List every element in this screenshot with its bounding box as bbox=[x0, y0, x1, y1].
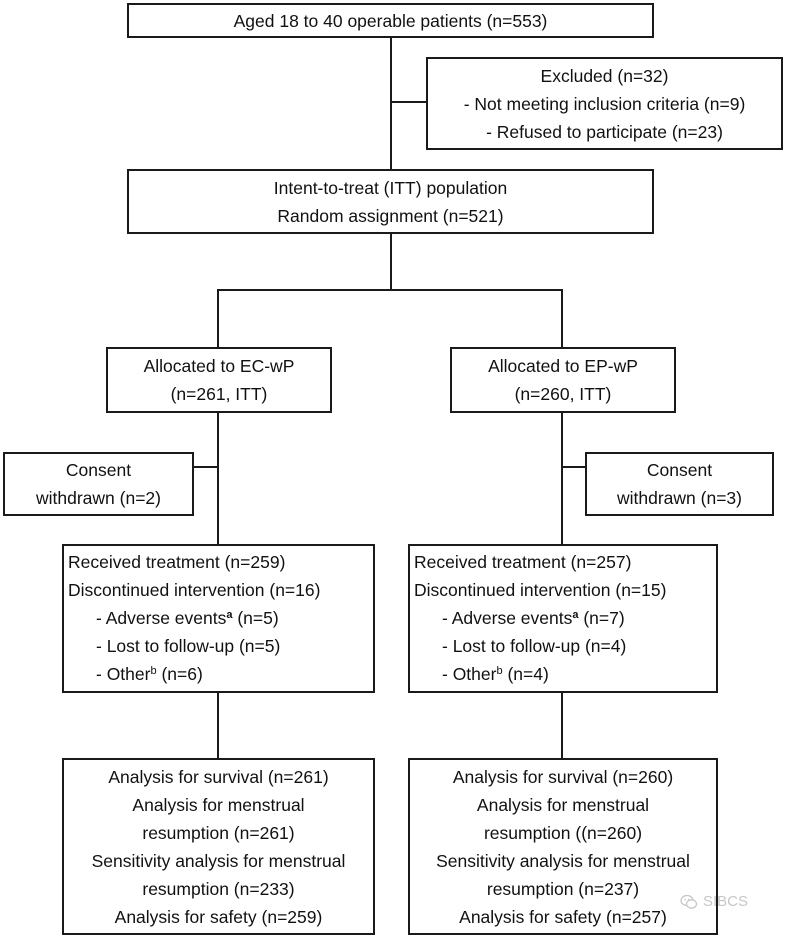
right-other-count: (n=4) bbox=[502, 664, 549, 684]
right-received: Received treatment (n=257) bbox=[414, 552, 632, 572]
left-received: Received treatment (n=259) bbox=[68, 552, 286, 572]
left-allocated-box: Allocated to EC-wP (n=261, ITT) bbox=[106, 347, 332, 413]
excluded-item: - Not meeting inclusion criteria (n=9) bbox=[463, 93, 746, 114]
right-analysis-box: Analysis for survival (n=260) Analysis f… bbox=[408, 758, 718, 935]
left-other-count: (n=6) bbox=[156, 664, 203, 684]
wechat-icon bbox=[680, 894, 698, 909]
left-allocated-count: (n=261, ITT) bbox=[170, 384, 268, 404]
left-analysis-sensitivity: Sensitivity analysis for menstrual bbox=[91, 850, 346, 871]
right-analysis-survival: Analysis for survival (n=260) bbox=[452, 766, 674, 787]
left-treatment-box: Received treatment (n=259) Discontinued … bbox=[62, 544, 375, 693]
left-other: - Otherb (n=6) bbox=[68, 660, 373, 688]
left-other-footnote: b bbox=[150, 665, 157, 677]
right-other-footnote: b bbox=[496, 665, 503, 677]
itt-box: Intent-to-treat (ITT) population Random … bbox=[127, 169, 654, 234]
watermark-text: SIBCS bbox=[703, 893, 749, 910]
right-lost-follow-up: - Lost to follow-up (n=4) bbox=[442, 636, 627, 656]
right-consent-line2: withdrawn (n=3) bbox=[617, 488, 742, 508]
left-allocated-label: Allocated to EC-wP bbox=[143, 356, 295, 376]
connector-left-consent bbox=[193, 466, 219, 468]
right-consent-box: Consent withdrawn (n=3) bbox=[585, 452, 774, 516]
left-analysis-sensitivity-count: resumption (n=233) bbox=[142, 878, 295, 899]
connector-to-right-arm bbox=[561, 289, 563, 348]
enrolled-box: Aged 18 to 40 operable patients (n=553) bbox=[127, 3, 654, 38]
left-other-label: - Other bbox=[96, 664, 151, 684]
connector-left-treatment-to-analysis bbox=[217, 692, 219, 759]
excluded-title: Excluded (n=32) bbox=[540, 65, 669, 86]
right-discontinued: Discontinued intervention (n=15) bbox=[414, 580, 667, 600]
left-adverse-events: - Adverse eventsa (n=5) bbox=[68, 604, 373, 632]
left-lost-follow-up: - Lost to follow-up (n=5) bbox=[96, 636, 281, 656]
connector-right-treatment-to-analysis bbox=[561, 692, 563, 759]
random-assignment: Random assignment (n=521) bbox=[277, 205, 504, 226]
connector-split bbox=[217, 289, 563, 291]
connector-right-consent bbox=[561, 466, 586, 468]
right-allocated-count: (n=260, ITT) bbox=[514, 384, 612, 404]
right-allocated-box: Allocated to EP-wP (n=260, ITT) bbox=[450, 347, 676, 413]
right-allocated-label: Allocated to EP-wP bbox=[488, 356, 638, 376]
right-analysis-menstrual-count: resumption ((n=260) bbox=[483, 822, 643, 843]
connector-left-allocated-to-treatment bbox=[217, 412, 219, 545]
left-analysis-safety: Analysis for safety (n=259) bbox=[114, 906, 323, 927]
right-adverse-label: - Adverse events bbox=[442, 608, 573, 628]
enrolled-text: Aged 18 to 40 operable patients (n=553) bbox=[233, 10, 548, 31]
itt-population: Intent-to-treat (ITT) population bbox=[273, 177, 508, 198]
right-analysis-safety: Analysis for safety (n=257) bbox=[459, 906, 667, 927]
connector-right-allocated-to-treatment bbox=[561, 412, 563, 545]
right-adverse-events: - Adverse eventsa (n=7) bbox=[414, 604, 716, 632]
left-analysis-survival: Analysis for survival (n=261) bbox=[108, 766, 329, 787]
watermark: SIBCS bbox=[680, 893, 748, 910]
left-consent-line2: withdrawn (n=2) bbox=[36, 488, 161, 508]
connector-itt-down bbox=[390, 233, 392, 291]
connector-to-left-arm bbox=[217, 289, 219, 348]
right-analysis-sensitivity: Sensitivity analysis for menstrual bbox=[436, 850, 690, 871]
left-consent-box: Consent withdrawn (n=2) bbox=[3, 452, 194, 516]
excluded-item: - Refused to participate (n=23) bbox=[486, 121, 723, 142]
right-other-label: - Other bbox=[442, 664, 497, 684]
right-consent-line1: Consent bbox=[646, 460, 713, 480]
right-analysis-menstrual: Analysis for menstrual bbox=[476, 794, 650, 815]
left-discontinued: Discontinued intervention (n=16) bbox=[68, 580, 321, 600]
right-adverse-footnote: a bbox=[572, 609, 579, 621]
left-adverse-count: (n=5) bbox=[232, 608, 279, 628]
right-treatment-box: Received treatment (n=257) Discontinued … bbox=[408, 544, 718, 693]
right-adverse-count: (n=7) bbox=[578, 608, 625, 628]
left-analysis-menstrual: Analysis for menstrual bbox=[132, 794, 305, 815]
connector-enrolled-to-itt bbox=[390, 37, 392, 170]
right-analysis-sensitivity-count: resumption (n=237) bbox=[486, 878, 640, 899]
left-adverse-footnote: a bbox=[226, 609, 233, 621]
left-analysis-menstrual-count: resumption (n=261) bbox=[142, 822, 295, 843]
left-adverse-label: - Adverse events bbox=[96, 608, 227, 628]
excluded-box: Excluded (n=32) - Not meeting inclusion … bbox=[426, 57, 783, 150]
left-analysis-box: Analysis for survival (n=261) Analysis f… bbox=[62, 758, 375, 935]
right-other: - Otherb (n=4) bbox=[414, 660, 716, 688]
connector-to-excluded bbox=[390, 101, 428, 103]
left-consent-line1: Consent bbox=[65, 460, 132, 480]
